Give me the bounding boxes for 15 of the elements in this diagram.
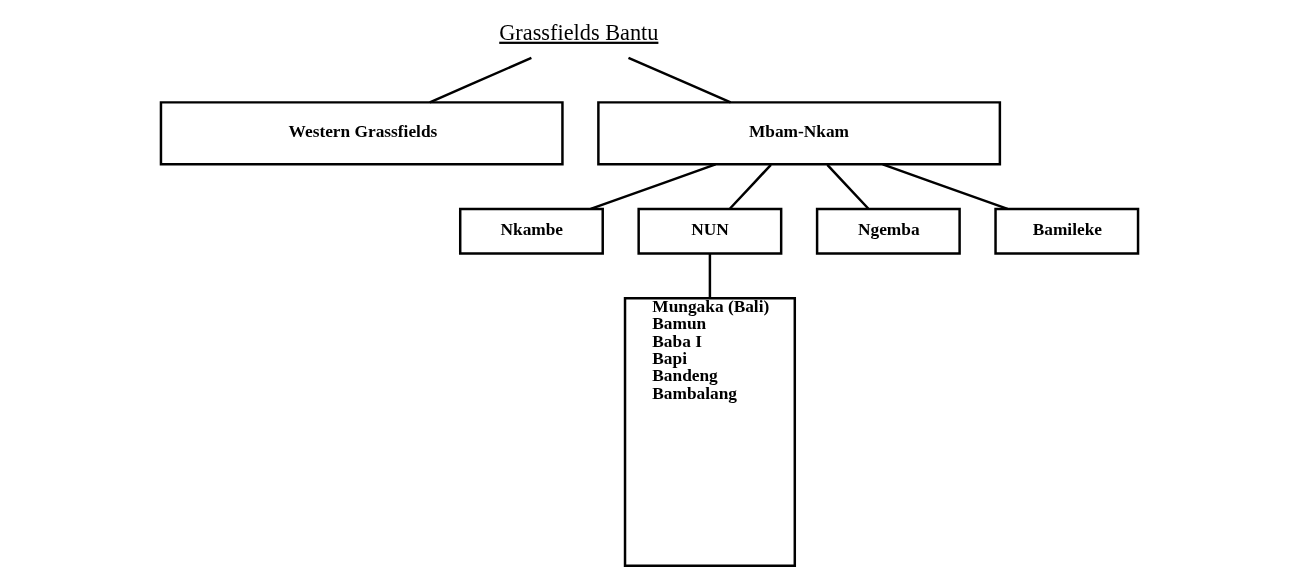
- connector: [708, 253, 711, 299]
- node-box: Western Grassfields: [159, 101, 564, 166]
- node-box: Mbam-Nkam: [596, 101, 1001, 166]
- node-box: Ngemba: [815, 207, 961, 255]
- connector: [589, 163, 716, 211]
- connector: [728, 163, 772, 210]
- connector: [627, 56, 731, 104]
- node-box: Bamileke: [993, 207, 1139, 255]
- connector: [428, 56, 532, 104]
- node-box: NUN: [636, 207, 782, 255]
- node-text: Grassfields Bantu: [498, 19, 658, 45]
- connector: [881, 163, 1008, 211]
- node-box: Nkambe: [458, 207, 604, 255]
- node-box: Mungaka (Bali) Bamun Baba I Bapi Bandeng Bambalang: [623, 296, 796, 568]
- connector: [825, 163, 869, 210]
